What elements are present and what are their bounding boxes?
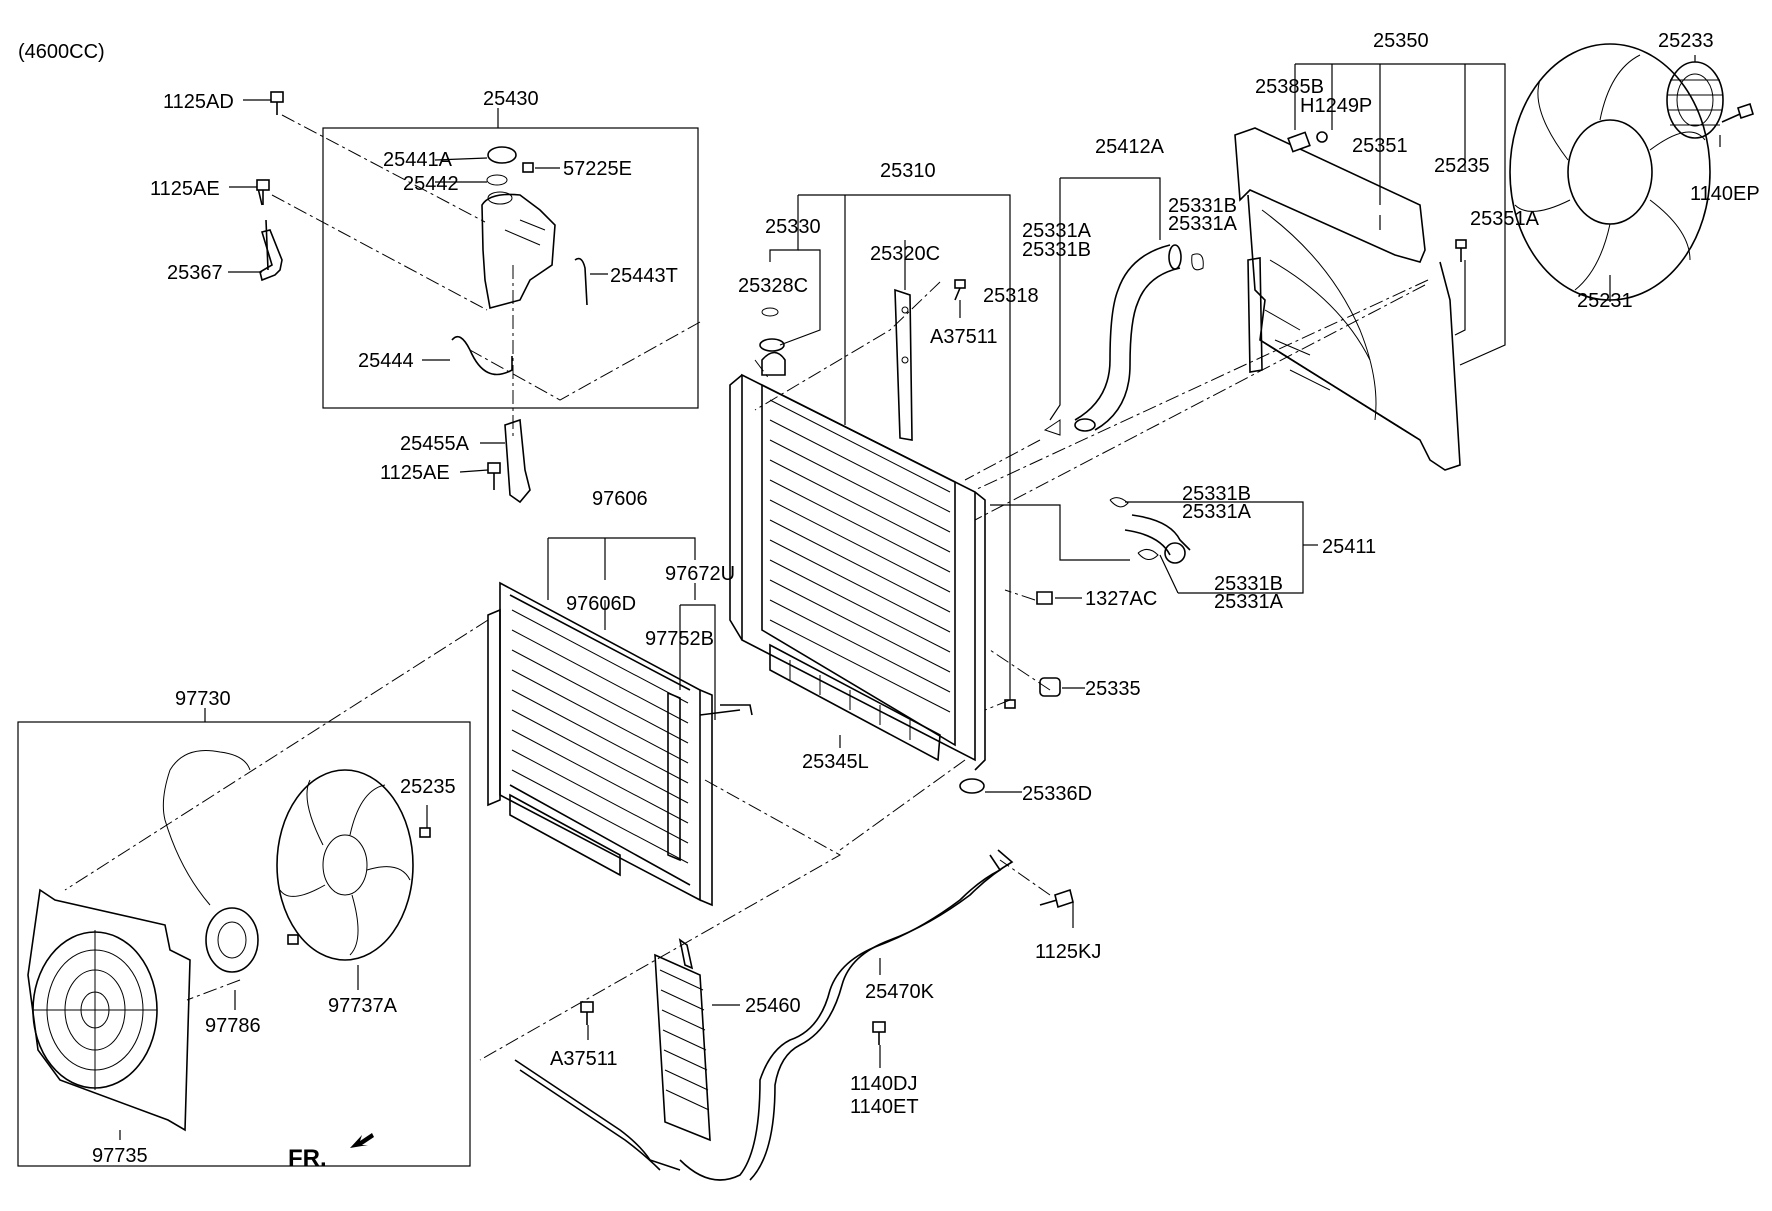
part-label: 25350 xyxy=(1373,30,1429,52)
bolt-icon xyxy=(256,179,270,205)
part-label: 25444 xyxy=(358,350,414,372)
reservoir-lower-bracket-icon xyxy=(504,418,531,504)
bolt-icon xyxy=(1721,102,1754,123)
part-labels: 25350 25233 25385B H1249P 25351 1140EP 2… xyxy=(92,30,1760,1167)
part-label: 25367 xyxy=(167,262,223,284)
radiator-bracket-icon xyxy=(894,288,913,441)
part-label: 1140ET xyxy=(850,1096,919,1118)
part-label: 25231 xyxy=(1577,290,1633,312)
part-label: 25235 xyxy=(400,776,456,798)
part-label: 25460 xyxy=(745,995,801,1017)
part-label: 97606 xyxy=(592,488,648,510)
engine-spec-label: (4600CC) xyxy=(18,41,105,63)
bolt-icon xyxy=(580,1001,594,1025)
part-label: 25345L xyxy=(802,751,869,773)
part-label: 25331B xyxy=(1214,573,1283,595)
reservoir-group-frame xyxy=(322,127,699,409)
part-label: 1125AE xyxy=(380,462,450,484)
part-label: 25233 xyxy=(1658,30,1714,52)
condenser-icon xyxy=(487,581,713,907)
part-label: 1125AE xyxy=(150,178,220,200)
part-label: 25335 xyxy=(1085,678,1141,700)
part-label: 25331B xyxy=(1022,239,1091,261)
part-label: 97786 xyxy=(205,1015,261,1037)
part-label: 25470K xyxy=(865,981,935,1003)
part-label: H1249P xyxy=(1300,95,1372,117)
bolt-icon xyxy=(872,1021,886,1045)
part-label: 25412A xyxy=(1095,136,1165,158)
part-label: 97752B xyxy=(645,628,714,650)
part-label: 25330 xyxy=(765,216,821,238)
part-label: 25336D xyxy=(1022,783,1092,805)
part-label: 97735 xyxy=(92,1145,148,1167)
part-label: 25351A xyxy=(1470,208,1540,230)
leader-lines xyxy=(119,55,1721,1140)
part-label: A37511 xyxy=(930,326,997,348)
reservoir-cap-icon xyxy=(486,146,534,186)
bolt-icon xyxy=(954,279,966,301)
fan-blade-icon xyxy=(1509,43,1711,301)
part-label: 97730 xyxy=(175,688,231,710)
part-label: 25385B xyxy=(1255,76,1324,98)
part-label: 25331A xyxy=(1214,591,1284,613)
bolt-icon xyxy=(419,827,431,838)
part-label: 25442 xyxy=(403,173,459,195)
oil-cooler-icon xyxy=(654,938,711,1142)
part-label: A37511 xyxy=(550,1048,617,1070)
reservoir-bracket-icon xyxy=(257,187,283,282)
pressure-switch-icon xyxy=(699,704,753,716)
clip-icon xyxy=(1287,131,1328,153)
part-label: 25331B xyxy=(1168,195,1237,217)
part-label: 25310 xyxy=(880,160,936,182)
bolt-icon xyxy=(1455,239,1467,262)
fan-blade-icon xyxy=(276,769,414,961)
fan-clutch-icon xyxy=(1666,61,1724,139)
coolant-reservoir-icon xyxy=(481,191,556,309)
electric-fan-group-frame xyxy=(17,721,471,1167)
radiator-cap-icon xyxy=(759,307,785,352)
part-label: 1140EP xyxy=(1690,183,1760,205)
part-label: 25328C xyxy=(738,275,808,297)
upper-hose-icon xyxy=(1043,244,1204,436)
mount-insulator-icon xyxy=(959,591,1061,794)
assembly-dash-lines xyxy=(64,114,1429,1061)
part-label: 25318 xyxy=(983,285,1039,307)
bolt-icon xyxy=(1039,888,1074,909)
part-label: 1327AC xyxy=(1085,588,1157,610)
part-label: 97606D xyxy=(566,593,636,615)
part-label: 1125AD xyxy=(163,91,234,113)
bolt-icon xyxy=(270,91,284,115)
part-label: 25351 xyxy=(1352,135,1408,157)
receiver-drier-icon xyxy=(667,691,681,862)
bolt-icon xyxy=(287,934,299,945)
part-label: 25331B xyxy=(1182,483,1251,505)
fan-shroud-icon xyxy=(27,888,191,1132)
overflow-hose-icon xyxy=(451,257,588,376)
front-arrow-icon xyxy=(350,1133,374,1148)
lower-hose-icon xyxy=(1109,497,1191,564)
part-label: 57225E xyxy=(563,158,632,180)
part-label: 25320C xyxy=(870,243,940,265)
front-direction-label: FR. xyxy=(288,1145,327,1172)
oil-cooler-line-icon xyxy=(514,849,1014,1181)
part-label: 97737A xyxy=(328,995,398,1017)
part-label: 1125KJ xyxy=(1035,941,1101,963)
fan-motor-icon xyxy=(162,750,259,973)
radiator-icon xyxy=(729,351,986,771)
part-label: 97672U xyxy=(665,563,735,585)
bolt-icon xyxy=(487,462,501,490)
part-label: 25430 xyxy=(483,88,539,110)
part-label: 25455A xyxy=(400,433,470,455)
part-label: 25235 xyxy=(1434,155,1490,177)
part-label: 25441A xyxy=(383,149,453,171)
part-label: 25331A xyxy=(1182,501,1252,523)
part-label: 25331A xyxy=(1022,220,1092,242)
part-label: 25411 xyxy=(1322,536,1376,558)
part-label: 1140DJ xyxy=(850,1073,917,1095)
fan-shroud-upper-icon xyxy=(1234,127,1461,471)
part-label: 25331A xyxy=(1168,213,1238,235)
part-label: 25443T xyxy=(610,265,678,287)
